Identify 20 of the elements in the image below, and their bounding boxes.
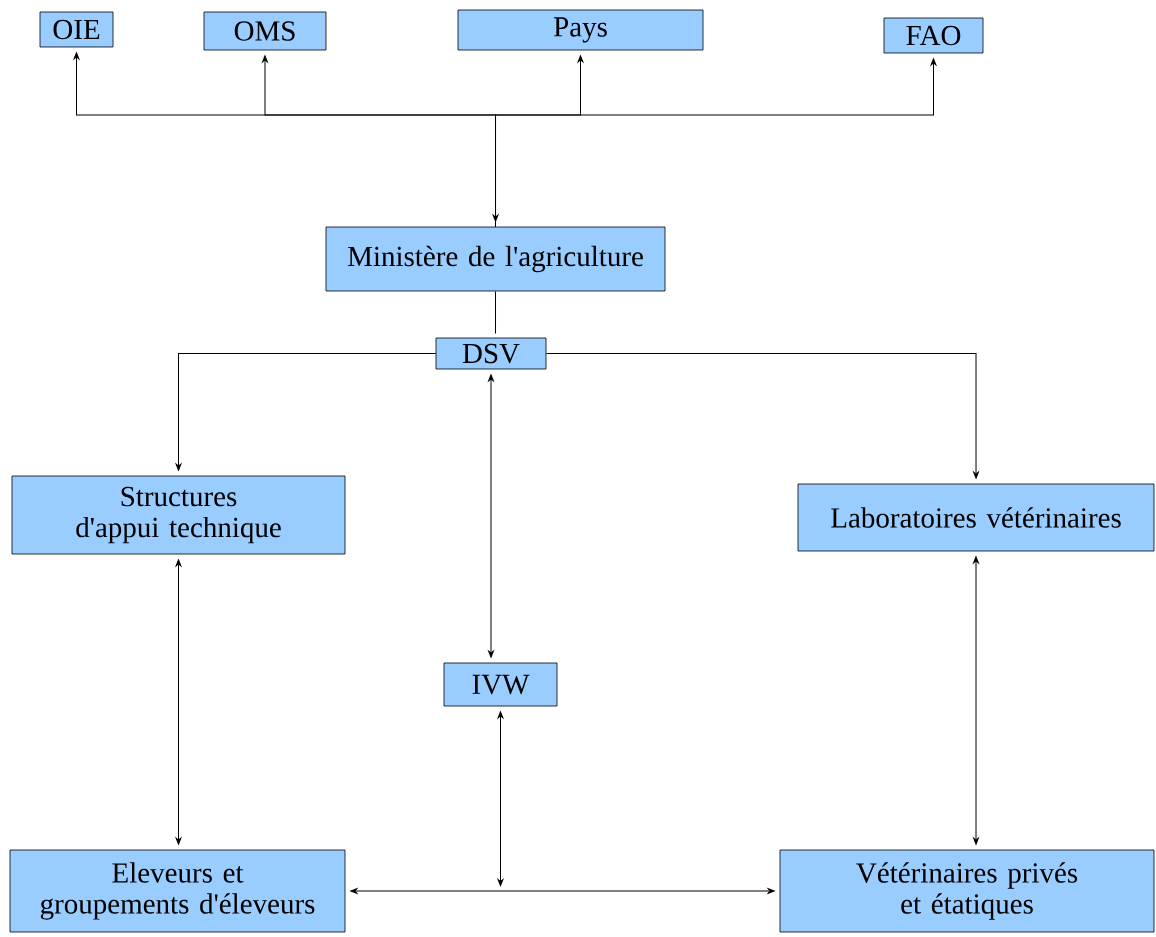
box: Vétérinaires privés et étatiques <box>779 849 1155 933</box>
box: Ministère de l'agriculture <box>325 226 666 292</box>
box: Pays <box>457 9 704 51</box>
box: Laboratoires vétérinaires <box>797 483 1155 552</box>
arrow <box>175 353 437 471</box>
arrow <box>488 374 494 658</box>
arrow <box>350 888 775 894</box>
box: FAO <box>883 17 984 54</box>
arrow <box>973 556 979 845</box>
box: Structures d'appui technique <box>11 475 346 555</box>
arrow <box>495 58 937 228</box>
arrow <box>545 353 979 479</box>
box: OIE <box>39 11 114 48</box>
arrowhead <box>492 212 499 222</box>
box: OMS <box>203 11 327 51</box>
box: IVW <box>443 662 558 707</box>
box: DSV <box>435 337 547 370</box>
arrow <box>175 559 182 845</box>
box: Eleveurs et groupements d'éleveurs <box>9 849 346 933</box>
arrow <box>497 711 504 887</box>
